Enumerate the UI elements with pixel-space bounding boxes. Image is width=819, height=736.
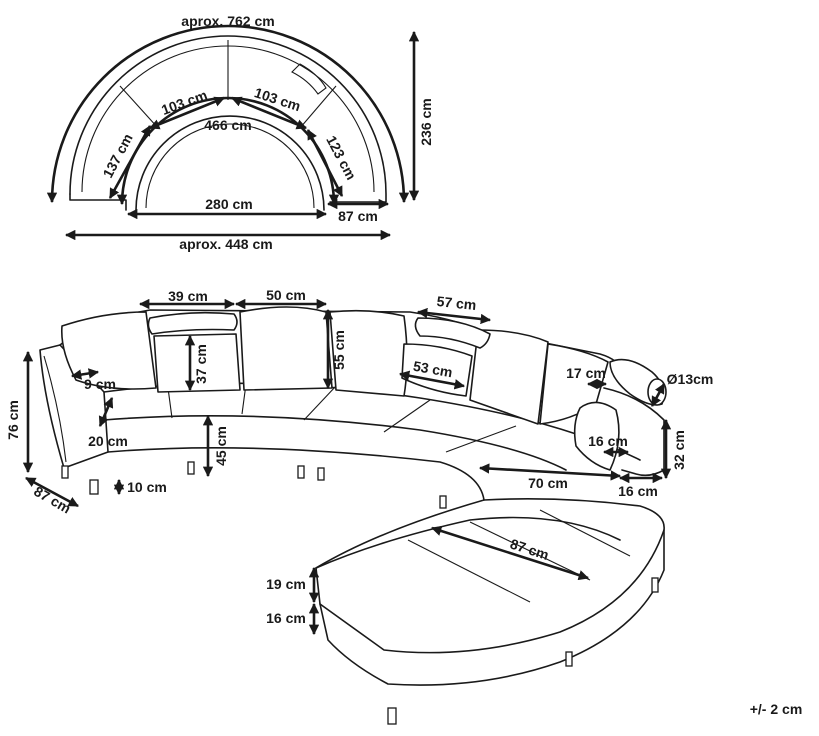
- label-arm-height: 20 cm: [88, 433, 128, 449]
- label-depth: 236 cm: [418, 98, 434, 145]
- dim-arrow-seat-length: [478, 463, 622, 481]
- back-cushion: [239, 306, 333, 391]
- label-bolster-diameter: Ø13cm: [667, 371, 714, 387]
- label-seat-height: 45 cm: [213, 426, 229, 466]
- label-seat-depth: 87 cm: [338, 208, 378, 224]
- dim-arrow-armrest-pad-width: [416, 307, 492, 325]
- sofa-leg: [187, 461, 195, 475]
- seat-divider: [167, 387, 173, 419]
- label-side-bottom: 16 cm: [618, 483, 658, 499]
- chaise-divider: [539, 509, 631, 557]
- headrest: [147, 311, 238, 335]
- label-armrest-pad-width: 57 cm: [436, 293, 477, 313]
- label-side-left: 137 cm: [99, 131, 135, 180]
- label-inner-width: 280 cm: [205, 196, 252, 212]
- chaise-top: [315, 498, 665, 654]
- sofa-leg: [89, 479, 99, 495]
- armrest-pad: [414, 317, 491, 349]
- dim-arrow-depth: [25, 476, 79, 508]
- sofa-leg: [565, 651, 573, 667]
- top-view-divider: [299, 85, 337, 129]
- chaise-front: [319, 529, 665, 686]
- sofa-leg: [297, 465, 305, 479]
- front-view: 39 cm 50 cm 57 cm 37 cm 55 cm 53 cm 9 cm…: [5, 287, 714, 725]
- sofa-leg: [317, 467, 325, 481]
- label-cushion-height: 55 cm: [331, 330, 347, 370]
- label-arm-total-height: 32 cm: [671, 430, 687, 470]
- label-outer-width: aprox. 762 cm: [181, 13, 274, 29]
- label-headrest-width: 39 cm: [168, 288, 208, 304]
- back-cushion: [153, 333, 241, 393]
- label-inner-arc: 466 cm: [204, 117, 251, 133]
- label-depth: 87 cm: [31, 483, 73, 517]
- label-leg-height: 10 cm: [127, 479, 167, 495]
- dim-arrow-inner-arc: [116, 96, 340, 206]
- left-arm: [39, 344, 109, 469]
- top-view-inner-edge: [145, 123, 315, 209]
- seat-divider: [303, 385, 337, 421]
- base-front: [107, 446, 485, 501]
- seat-front: [103, 414, 567, 471]
- sofa-leg: [61, 465, 69, 479]
- label-headrest-height: 37 cm: [193, 344, 209, 384]
- chaise-seat-edge: [315, 516, 621, 569]
- sofa-leg: [439, 495, 447, 509]
- dim-arrow-chaise-depth: [431, 525, 589, 581]
- top-view-armrest: [291, 63, 327, 95]
- seat-divider: [445, 425, 517, 453]
- tolerance-note: +/- 2 cm: [750, 701, 803, 717]
- label-total-height: 76 cm: [5, 400, 21, 440]
- label-seat-cushion-height: 19 cm: [266, 576, 306, 592]
- dim-arrow-outer-arc: [46, 24, 410, 204]
- dim-arrow-arm-width: [70, 368, 100, 380]
- top-view: aprox. 762 cm 103 cm 103 cm 466 cm 137 c…: [46, 13, 434, 252]
- label-arm-width: 9 cm: [84, 376, 116, 392]
- dim-arrow-seg-right: [231, 96, 307, 130]
- left-arm-inner: [43, 355, 67, 463]
- dim-arrow-arm-height: [98, 397, 114, 427]
- seat-divider: [383, 399, 431, 433]
- label-cushion-depth: 53 cm: [412, 358, 454, 381]
- label-cushion-width: 50 cm: [266, 287, 306, 303]
- top-view-divider: [119, 85, 159, 129]
- label-seat-length: 70 cm: [528, 475, 568, 491]
- back-cushion: [469, 329, 549, 425]
- dim-arrow-cushion-depth: [398, 370, 466, 390]
- label-bolster-length: 17 cm: [566, 365, 606, 381]
- label-base-height: 16 cm: [266, 610, 306, 626]
- label-overall-width: aprox. 448 cm: [179, 236, 272, 252]
- dim-arrow-seg-left: [149, 96, 225, 130]
- sofa-leg: [651, 577, 659, 593]
- label-side-thickness: 16 cm: [588, 433, 628, 449]
- bolster-end: [647, 378, 667, 406]
- dim-arrow-bolster-diameter: [650, 383, 666, 407]
- top-view-left-end: [69, 193, 127, 211]
- sofa-leg: [387, 707, 397, 725]
- top-view-outer-outline: [69, 35, 387, 203]
